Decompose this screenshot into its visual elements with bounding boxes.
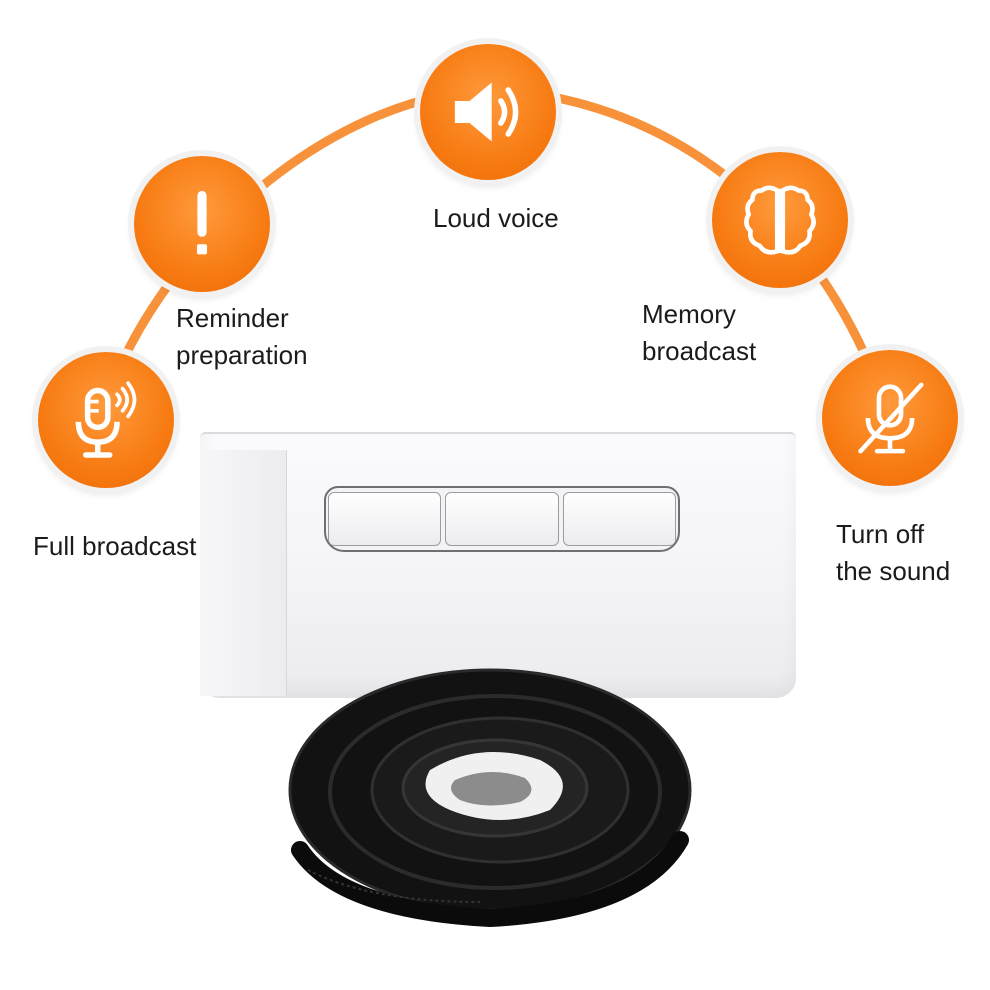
device-body [200,432,796,698]
memory-broadcast-badge [712,152,848,288]
reminder-preparation-label: Reminder preparation [176,300,308,374]
device-button-left [328,492,442,546]
device-button-bar [324,486,680,552]
memory-broadcast-label: Memory broadcast [642,296,756,370]
exclamation-icon [196,190,208,255]
full-broadcast-badge [38,352,174,488]
loud-voice-label: Loud voice [433,200,559,237]
full-broadcast-label-line-1: Full broadcast [33,531,197,561]
device-button-right [562,492,676,546]
microphone-sound-icon [75,381,137,458]
turn-off-sound-label: Turn off the sound [836,516,950,590]
loud-voice-badge [420,44,556,180]
reminder-preparation-badge [134,156,270,292]
device-button-middle [445,492,559,546]
reminder-preparation-label-line-1: Reminder [176,303,289,333]
microphone-muted-icon [858,382,924,454]
turn-off-sound-badge [822,350,958,486]
reminder-preparation-label-line-2: preparation [176,340,308,370]
turn-off-sound-label-line-2: the sound [836,556,951,586]
memory-broadcast-label-line-2: broadcast [642,336,757,366]
speaker-icon [454,82,519,142]
device-side-panel [200,450,287,696]
wrist-strap [288,668,692,928]
full-broadcast-label: Full broadcast [33,528,196,565]
brain-icon [744,185,816,255]
memory-broadcast-label-line-1: Memory [642,299,736,329]
loud-voice-label-line-1: Loud voice [433,203,559,233]
turn-off-sound-label-line-1: Turn off [836,519,925,549]
